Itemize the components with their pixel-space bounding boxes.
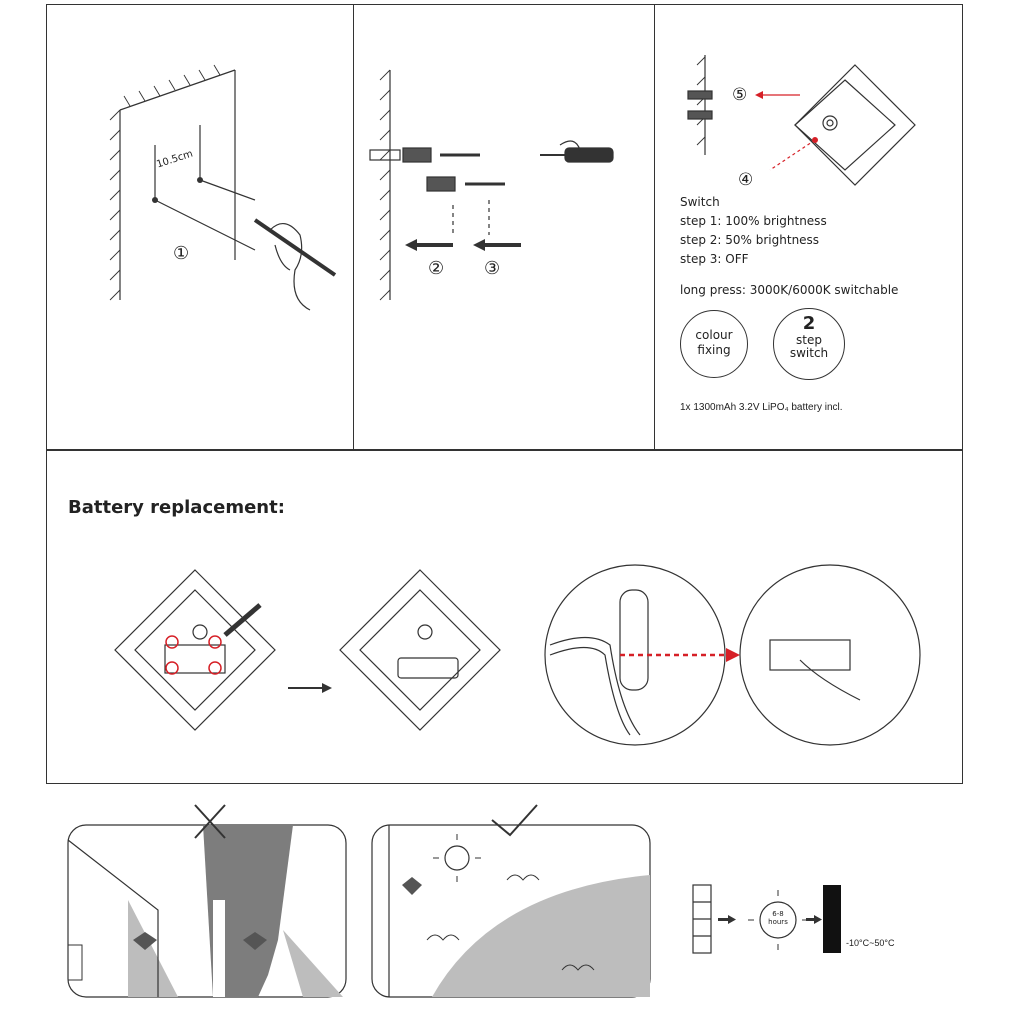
colour-fixing-badge: colour fixing [680,310,748,378]
charge-hours-label: 6-8 hours [768,910,788,926]
switch-title: Switch [680,195,720,209]
long-press-note: long press: 3000K/6000K switchable [680,283,899,297]
wrong-placement-mark: ✕ [202,805,203,806]
panel-divider-2 [654,4,655,451]
switch-step-3: step 3: OFF [680,252,749,266]
step-3-marker: ③ [484,258,501,279]
battery-included-note: 1x 1300mAh 3.2V LiPO₄ battery incl. [680,402,843,413]
step-5-marker: ⑤ [732,85,748,105]
colour-badge-line2: fixing [697,343,731,357]
placement-wrong-illustration [67,804,347,998]
step-badge-line1: step [796,333,822,347]
step-badge-number: 2 [802,313,816,334]
battery-replacement-illustration [114,564,921,746]
colour-badge-line1: colour [695,328,733,342]
instruction-panel-top [46,4,963,451]
temperature-range: -10°C~50°C [846,938,895,948]
battery-replacement-panel [46,449,963,784]
step-switch-badge: 2 step switch [773,308,845,380]
step-badge-line2: switch [789,346,829,360]
panel-divider-1 [353,4,354,451]
wall-plug-illustration [369,69,614,301]
step-1-marker: ① [173,243,190,264]
charging-diagram [692,884,841,954]
battery-heading: Battery replacement: [68,497,285,518]
switch-step-1: step 1: 100% brightness [680,214,827,228]
switch-step-2: step 2: 50% brightness [680,233,820,247]
wall-marking-illustration [109,64,337,311]
lamp-mounting-illustration [687,55,916,186]
step-4-marker: ④ [738,170,754,190]
right-placement-mark: ✓ [505,805,506,806]
placement-right-illustration [371,804,651,998]
step-2-marker: ② [428,258,445,279]
